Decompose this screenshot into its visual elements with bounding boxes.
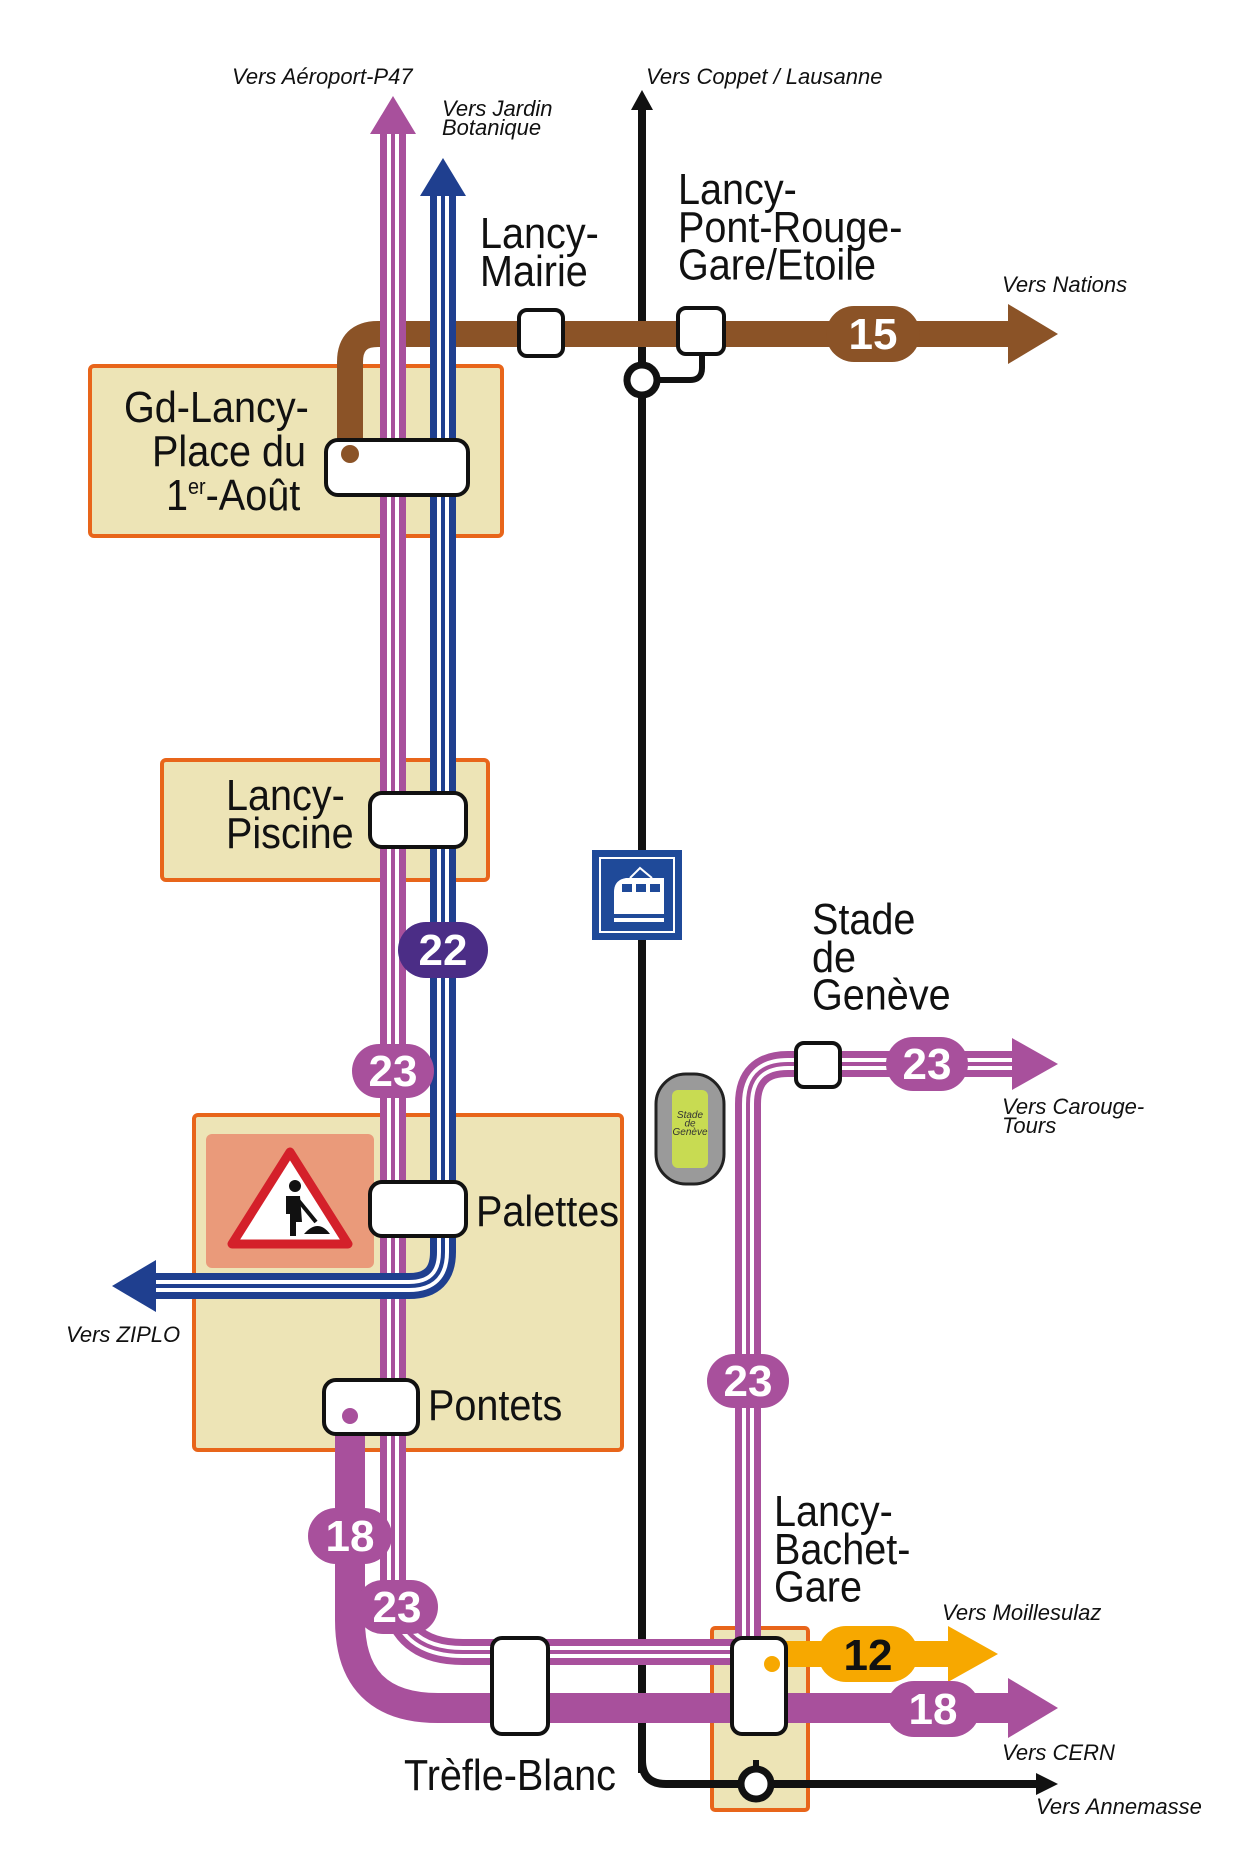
- text-line: Stade: [677, 1110, 704, 1121]
- label-lancy-mairie: Lancy-Mairie: [480, 208, 599, 295]
- svg-text:23: 23: [373, 1583, 422, 1632]
- line-22: [112, 158, 466, 1312]
- text-line: Gare/Etoile: [678, 240, 876, 289]
- label-pontets: Pontets: [428, 1380, 562, 1429]
- text-line: de: [812, 932, 856, 981]
- badge-line-23-stade[interactable]: 23: [886, 1037, 968, 1091]
- dir-cern: Vers CERN: [1002, 1740, 1115, 1765]
- label-gd-lancy-line1: Gd-Lancy-: [124, 382, 309, 431]
- text-line: Lancy-: [480, 208, 599, 257]
- badge-line-12[interactable]: 12: [818, 1626, 918, 1682]
- text-line: Lancy-: [226, 770, 345, 819]
- stop-trefle-blanc[interactable]: [490, 1636, 550, 1736]
- svg-text:22: 22: [419, 926, 468, 975]
- label-pont-rouge: Lancy-Pont-Rouge-Gare/Etoile: [678, 164, 902, 289]
- label-bachet: Lancy-Bachet-Gare: [774, 1486, 910, 1611]
- svg-text:12: 12: [844, 1631, 893, 1680]
- dir-moillesulaz: Vers Moillesulaz: [942, 1600, 1101, 1625]
- svg-text:18: 18: [909, 1685, 958, 1734]
- dir-carouge: Vers Carouge-Tours: [1002, 1094, 1144, 1138]
- line-18-terminus-dot: [342, 1408, 358, 1424]
- stop-lancy-mairie[interactable]: [517, 308, 565, 358]
- dir-aeroport: Vers Aéroport-P47: [232, 64, 413, 89]
- label-gd-lancy-line3-prefix: 1: [166, 470, 188, 519]
- stop-pont-rouge[interactable]: [676, 306, 726, 356]
- badge-line-15[interactable]: 15: [826, 306, 920, 362]
- badge-line-18-right[interactable]: 18: [886, 1681, 980, 1737]
- text-line: Genève: [672, 1127, 707, 1138]
- label-trefle-blanc: Trèfle-Blanc: [404, 1750, 616, 1799]
- svg-text:15: 15: [849, 310, 898, 359]
- rail-station-bachet[interactable]: [737, 1765, 775, 1803]
- svg-text:23: 23: [724, 1357, 773, 1406]
- text-line: Vers Jardin: [442, 96, 552, 121]
- text-line: Pont-Rouge-: [678, 202, 902, 251]
- train-icon: [592, 850, 682, 940]
- svg-text:18: 18: [326, 1512, 375, 1561]
- rail-station-pont-rouge[interactable]: [623, 361, 661, 399]
- stop-pontets[interactable]: [322, 1378, 420, 1436]
- badge-line-22[interactable]: 22: [398, 922, 488, 978]
- stop-stade-geneve[interactable]: [794, 1041, 842, 1089]
- text-line: Lancy-: [774, 1486, 893, 1535]
- label-gd-lancy-line3: 1er-Août: [166, 470, 301, 519]
- text-line: Bachet-: [774, 1524, 910, 1573]
- label-gd-lancy: Gd-Lancy-: [124, 382, 309, 431]
- badge-line-23-middle[interactable]: 23: [707, 1354, 789, 1408]
- text-line: Lancy-: [678, 164, 797, 213]
- line-18: [335, 1420, 1058, 1738]
- dir-coppet: Vers Coppet / Lausanne: [646, 64, 882, 89]
- stop-gd-lancy[interactable]: [324, 438, 470, 497]
- badge-line-23-lower[interactable]: 23: [356, 1580, 438, 1634]
- text-line: Vers Carouge-: [1002, 1094, 1144, 1119]
- dir-annemasse: Vers Annemasse: [1036, 1794, 1202, 1819]
- text-line: Gare: [774, 1562, 862, 1611]
- stop-palettes[interactable]: [368, 1180, 468, 1238]
- dir-nations: Vers Nations: [1002, 272, 1127, 297]
- text-line: Tours: [1002, 1113, 1056, 1138]
- stop-bachet[interactable]: [730, 1636, 788, 1736]
- zone-lancy-piscine: [160, 758, 490, 882]
- text-line: Genève: [812, 970, 951, 1019]
- label-gd-lancy-line3-suffix: -Août: [206, 470, 301, 519]
- line-12-terminus-dot: [764, 1656, 780, 1672]
- label-gd-lancy-line3-sup: er: [188, 475, 206, 499]
- label-lancy-piscine: Lancy-Piscine: [226, 770, 354, 857]
- text-line: de: [684, 1119, 696, 1130]
- badge-line-23-upper[interactable]: 23: [352, 1044, 434, 1098]
- text-line: Piscine: [226, 808, 354, 857]
- dir-ziplo: Vers ZIPLO: [66, 1322, 180, 1347]
- roadworks-warning-icon: [206, 1134, 374, 1268]
- line-15-terminus-dot: [341, 445, 359, 463]
- label-palettes: Palettes: [476, 1186, 619, 1235]
- text-line: Botanique: [442, 115, 541, 140]
- stop-lancy-piscine[interactable]: [368, 791, 468, 849]
- svg-text:23: 23: [903, 1040, 952, 1089]
- text-line: Mairie: [480, 246, 588, 295]
- text-line: Stade: [812, 894, 915, 943]
- svg-text:23: 23: [369, 1047, 418, 1096]
- line-15: [337, 304, 1058, 454]
- label-gd-lancy-line2: Place du: [152, 426, 306, 475]
- badge-line-18-left[interactable]: 18: [308, 1508, 392, 1564]
